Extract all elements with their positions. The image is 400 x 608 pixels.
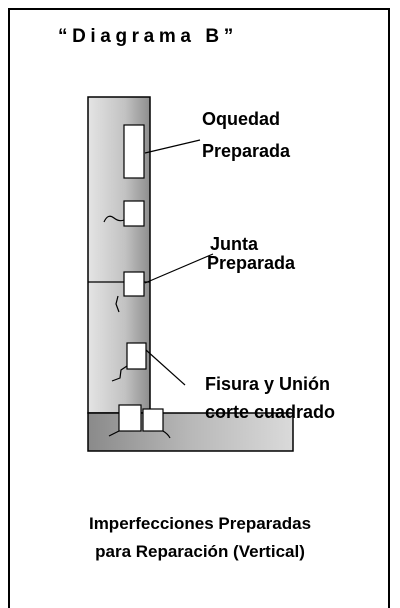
fissure-notch (126, 342, 147, 370)
base-crack-line-right (162, 430, 171, 439)
joint-notch (123, 271, 145, 297)
leader-fisura (145, 349, 186, 386)
footing (87, 412, 294, 452)
base-notch-right (142, 408, 164, 432)
caption-line2: para Reparación (Vertical) (95, 542, 305, 561)
diagram-title: “Diagrama B” (58, 26, 238, 47)
cavity-opening (123, 124, 145, 179)
joint-crack-line (115, 295, 120, 313)
caption-line1: Imperfecciones Preparadas (88, 514, 312, 533)
label-fisura-line1: Fisura y Unión (205, 374, 331, 394)
label-oquedad-line2: Preparada (202, 141, 291, 161)
diagram-frame (8, 8, 390, 608)
label-junta-line1: Junta (210, 234, 259, 254)
wall-section-diagram (87, 96, 294, 452)
crack-line-upper (103, 215, 125, 223)
base-notch-left (118, 404, 142, 432)
base-crack-line-left (108, 430, 120, 437)
label-fisura-line2: corte cuadrado (205, 402, 336, 422)
label-junta-line2: Preparada (207, 253, 296, 273)
fissure-crack-line (111, 365, 128, 382)
leader-junta (144, 253, 214, 284)
leader-oquedad (144, 139, 201, 154)
crack-notch-upper (123, 200, 145, 227)
label-oquedad-line1: Oquedad (202, 109, 281, 129)
